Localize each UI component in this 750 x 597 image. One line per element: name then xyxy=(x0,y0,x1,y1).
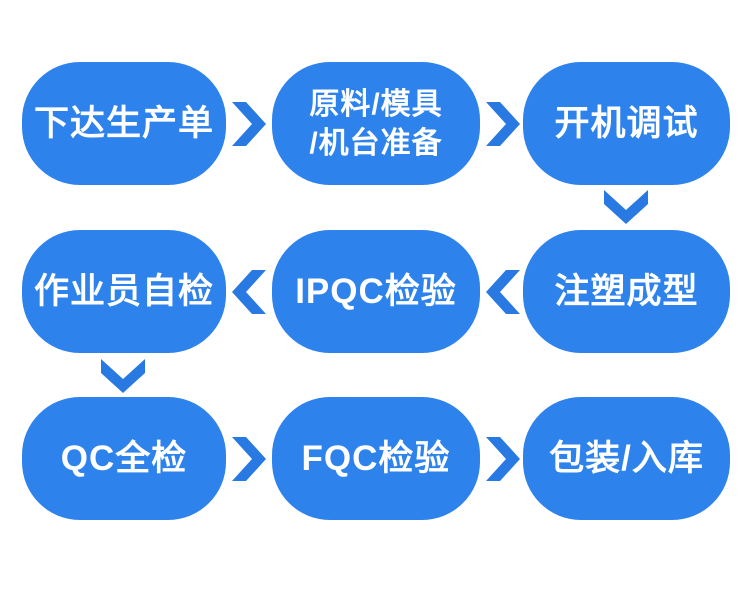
node-packaging-warehousing: 包装/入库 xyxy=(523,397,730,520)
node-label: 注塑成型 xyxy=(554,271,699,311)
node-issue-production-order: 下达生产单 xyxy=(22,62,226,185)
chevron-right-icon xyxy=(486,437,520,481)
node-material-mold-machine-prep: 原料/模具 /机台准备 xyxy=(272,62,480,185)
chevron-right-icon xyxy=(486,102,520,146)
node-label: QC全检 xyxy=(60,438,188,478)
node-machine-startup-debug: 开机调试 xyxy=(523,62,730,185)
chevron-down-icon xyxy=(101,359,145,393)
chevron-left-icon xyxy=(232,270,266,314)
chevron-down-icon xyxy=(604,190,648,224)
node-injection-molding: 注塑成型 xyxy=(523,230,730,353)
node-label: IPQC检验 xyxy=(295,271,457,311)
node-qc-full-inspection: QC全检 xyxy=(22,397,226,520)
node-label: 下达生产单 xyxy=(33,103,214,143)
node-label: FQC检验 xyxy=(301,438,451,478)
chevron-right-icon xyxy=(232,102,266,146)
node-label: 开机调试 xyxy=(554,103,699,143)
node-label: 包装/入库 xyxy=(549,438,704,478)
chevron-left-icon xyxy=(486,270,520,314)
node-operator-self-check: 作业员自检 xyxy=(22,230,226,353)
node-label: 作业员自检 xyxy=(33,271,214,311)
node-ipqc-inspection: IPQC检验 xyxy=(272,230,480,353)
node-label-line2: /机台准备 xyxy=(309,126,443,160)
node-fqc-inspection: FQC检验 xyxy=(272,397,480,520)
chevron-right-icon xyxy=(232,437,266,481)
node-label-line1: 原料/模具 xyxy=(309,87,443,121)
